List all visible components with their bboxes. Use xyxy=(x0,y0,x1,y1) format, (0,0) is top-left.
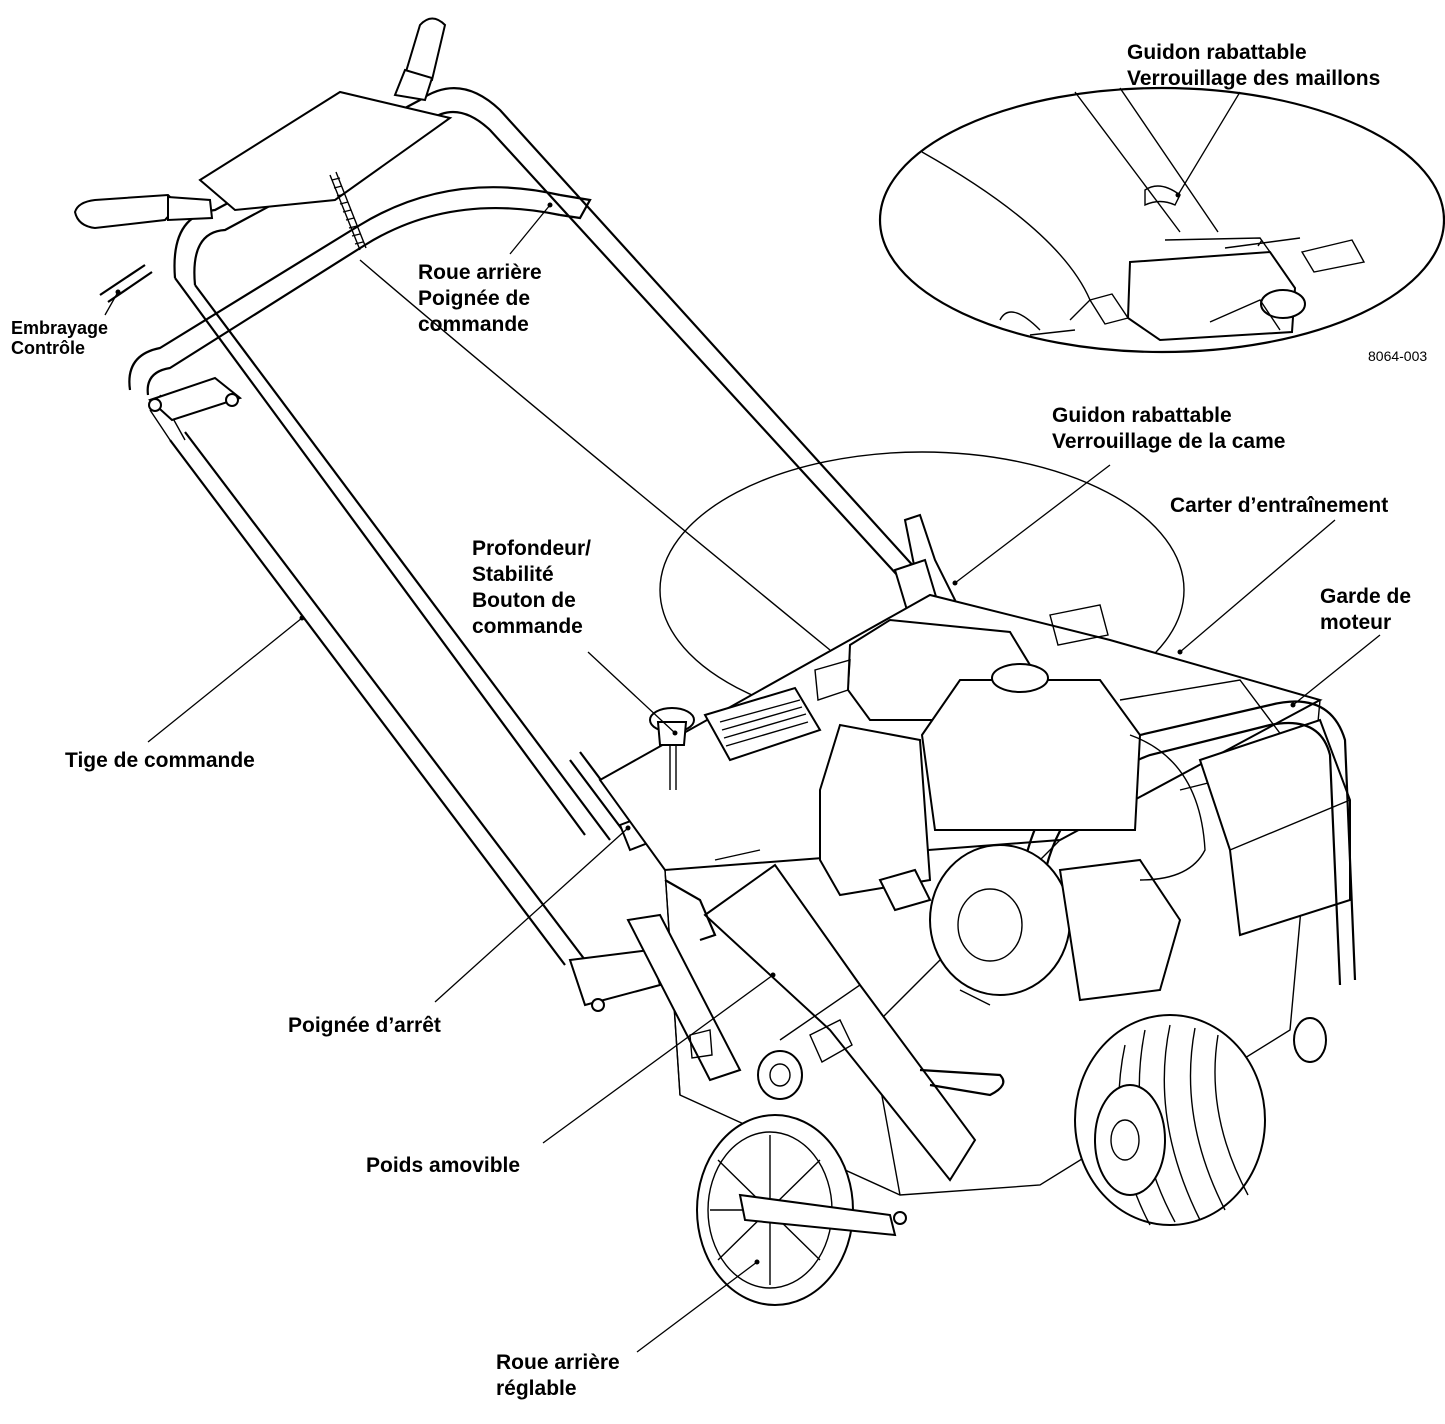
leader-lines xyxy=(104,91,1381,1353)
label-handle-cam-lock: Guidon rabattable Verrouillage de la cam… xyxy=(1052,404,1286,453)
label-clutch-control: Embrayage Contrôle xyxy=(11,318,109,358)
machine-body xyxy=(598,593,1357,1196)
label-removable-weight: Poids amovible xyxy=(366,1154,521,1177)
handle-assembly xyxy=(73,17,957,1012)
label-handle-link-lock: Guidon rabattable Verrouillage des maill… xyxy=(1127,41,1381,90)
figure-code: 8064-003 xyxy=(1368,348,1428,364)
label-depth-knob: Profondeur/ Stabilité Bouton de commande xyxy=(472,537,591,638)
label-rear-wheel-handle: Roue arrière Poignée de commande xyxy=(418,261,542,336)
label-control-rod: Tige de commande xyxy=(65,749,255,772)
label-adjustable-rear-wheel: Roue arrière réglable xyxy=(496,1351,620,1400)
label-stop-handle: Poignée d’arrêt xyxy=(288,1014,441,1037)
label-drive-housing: Carter d’entraînement xyxy=(1170,494,1389,517)
wheels xyxy=(696,1014,1327,1306)
link-lock-detail-inset xyxy=(878,86,1445,354)
label-engine-guard: Garde de moteur xyxy=(1320,585,1412,634)
